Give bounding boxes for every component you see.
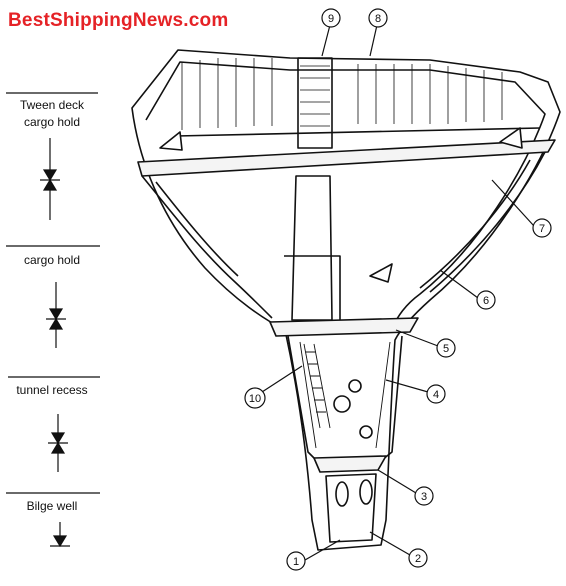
callout-2-text: 2 [415,553,421,565]
side-legend [6,92,100,548]
hull-outline [131,49,561,551]
leader-8 [369,24,378,57]
callout-6-text: 6 [483,295,489,307]
label-tween-deck: Tween deck cargo hold [0,97,104,131]
left-frame-curve [141,175,273,319]
callout-1 [286,551,306,571]
bulkhead-base [175,127,541,137]
callout-7 [532,218,552,238]
tween-deck-plate [137,139,556,177]
callout-7-text: 7 [539,223,545,235]
label-tween-deck-line2: cargo hold [23,115,81,129]
leader-1 [304,539,341,561]
leader-3 [377,469,417,494]
ladder-trunk-lower [291,175,333,321]
leader-4 [385,379,429,393]
callout-6 [476,290,496,310]
tunnel-manhole-1 [333,395,351,413]
arrow-pair-1 [40,138,60,220]
right-frame-curve [429,151,546,293]
label-tween-deck-line1: Tween deck [19,98,85,112]
leader-2 [369,531,411,556]
callout-10 [244,387,266,409]
arrow-bilge [50,522,70,548]
label-cargo-hold: cargo hold [23,253,81,267]
callout-8 [368,8,388,28]
leader-7 [491,179,535,227]
ladder-trunk-upper [297,57,333,149]
ladder [303,343,331,429]
callout-2 [408,548,428,568]
left-frame-inner [155,181,239,277]
right-frame-inner [419,159,531,289]
callout-5 [436,338,456,358]
arrow-pair-3 [48,414,68,472]
callout-4 [426,384,446,404]
callout-3-text: 3 [421,491,427,503]
label-bilge-well: Bilge well [26,499,78,513]
callout-8-text: 8 [375,13,381,25]
tunnel-manhole-2 [348,379,362,393]
leader-10 [261,365,303,393]
leader-5 [395,329,439,347]
site-brand: BestShippingNews.com [8,10,229,31]
callout-10-text: 10 [249,393,261,405]
hull-inner-line [145,61,546,329]
callout-5-text: 5 [443,343,449,355]
callout-3 [414,486,434,506]
callout-9-text: 9 [328,13,334,25]
bilge-well [325,473,377,543]
corrugations [181,58,503,130]
leader-6 [439,269,479,299]
callout-1-text: 1 [293,556,299,568]
hull-structure [131,49,561,551]
leader-9 [321,24,331,57]
tunnel-floor [313,455,387,473]
brackets [159,127,523,283]
label-tunnel-recess: tunnel recess [16,383,88,397]
callout-4-text: 4 [433,389,439,401]
callout-numbers: 1 2 3 4 5 6 7 8 9 10 [249,13,545,568]
arrow-pair-2 [46,282,66,348]
lower-deck-plate [269,317,419,337]
callout-9 [321,8,341,28]
callouts [244,8,552,571]
